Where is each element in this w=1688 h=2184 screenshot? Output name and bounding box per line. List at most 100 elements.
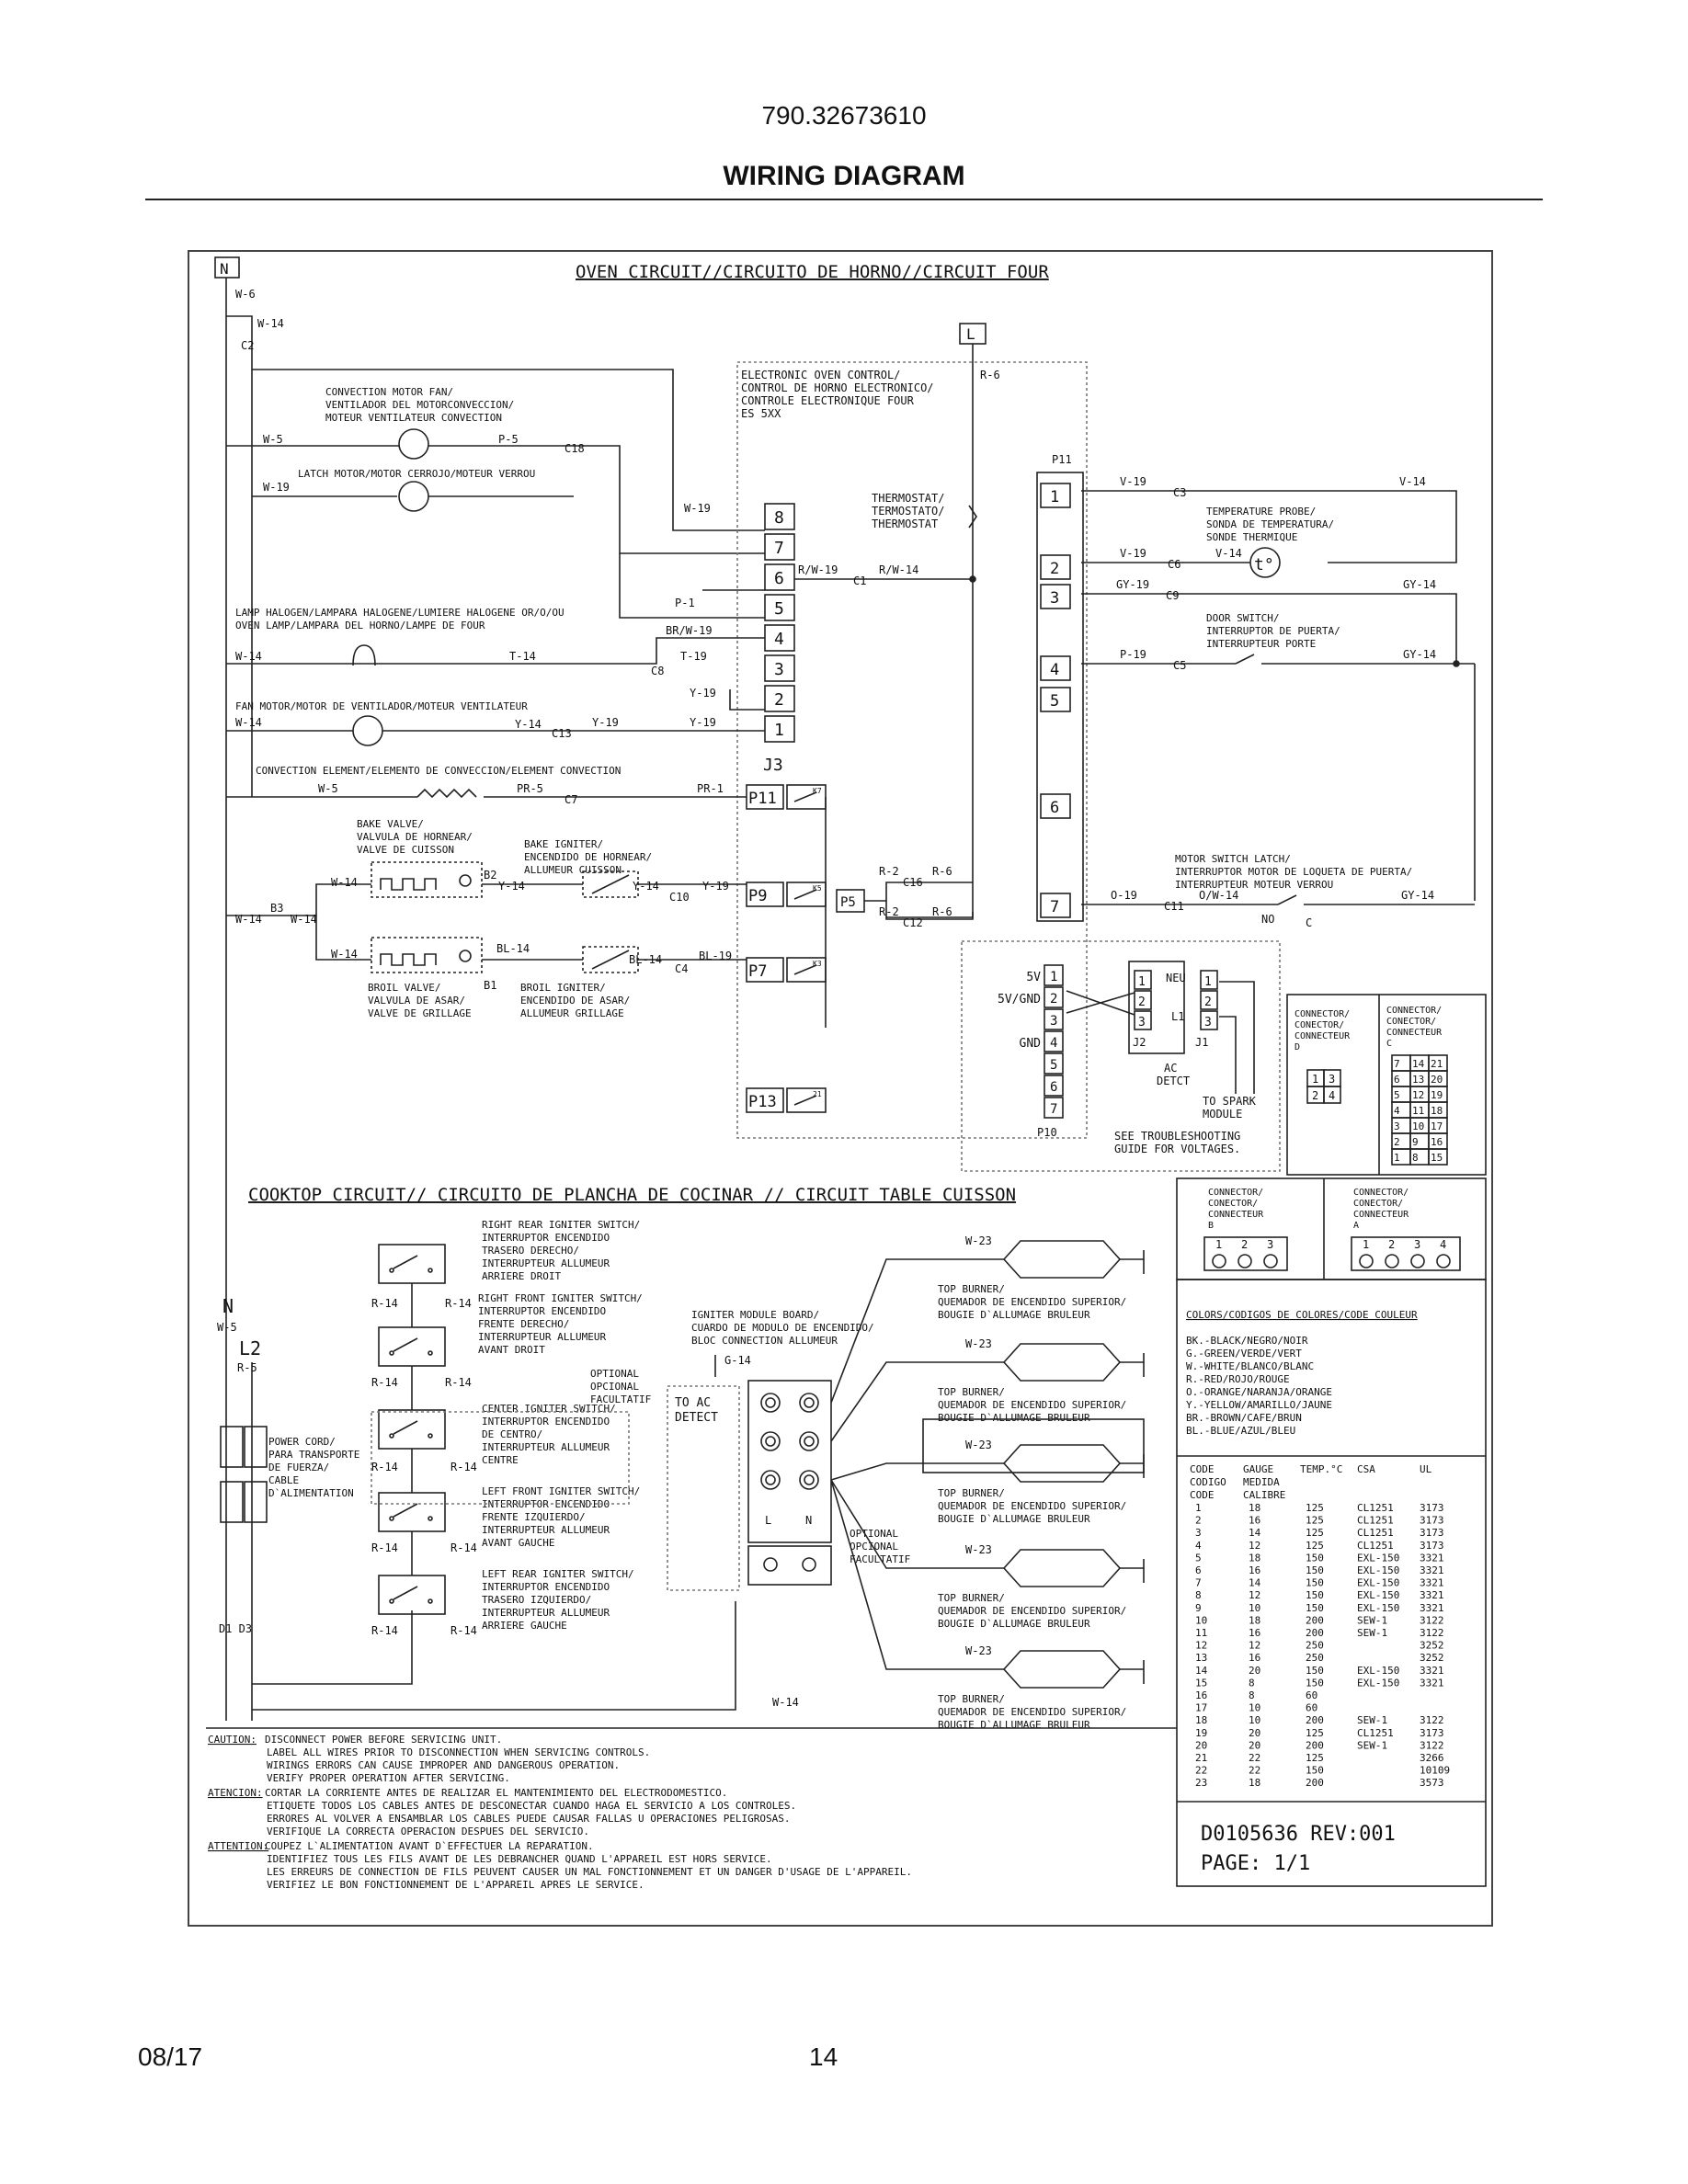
burner-electrode-icon	[1002, 1240, 1122, 1279]
p5-wire	[428, 445, 765, 554]
code-cell: 19	[1195, 1727, 1207, 1739]
igniter-switch-box	[378, 1575, 446, 1615]
code-cell: 10109	[1420, 1765, 1450, 1777]
code-cell: 60	[1306, 1689, 1317, 1701]
t19-label: T-19	[680, 650, 707, 663]
conv-elem-label: CONVECTION ELEMENT/ELEMENTO DE CONVECCIO…	[256, 765, 621, 777]
code-cell: 13	[1195, 1652, 1207, 1664]
door-switch-l3: INTERRUPTEUR PORTE	[1206, 638, 1316, 650]
igniter-switch-box	[378, 1244, 446, 1284]
w19a-label: W-19	[263, 481, 290, 494]
j3-pin-label: 3	[774, 660, 784, 679]
cord-l1: POWER CORD/	[268, 1436, 336, 1448]
c1-label: C1	[853, 574, 866, 587]
code-cell: 23	[1195, 1777, 1207, 1789]
code-cell: 250	[1306, 1640, 1324, 1652]
p10-signal-label: 5V	[1026, 971, 1041, 984]
thermostat-l2: TERMOSTATO/	[872, 505, 944, 518]
code-cell: 150	[1306, 1765, 1324, 1777]
module-pin	[760, 1431, 781, 1451]
code-cell: 3173	[1420, 1527, 1444, 1539]
code-cell: 3122	[1420, 1714, 1444, 1726]
y19b-label: Y-19	[592, 716, 619, 729]
t14-label: T-14	[509, 650, 536, 663]
broil-igniter-l2: ENCENDIDO DE ASAR/	[520, 995, 630, 1007]
igniter-switch-label: ARRIERE DROIT	[482, 1270, 561, 1282]
j1-pin-box	[1200, 1010, 1218, 1030]
power-cord-plug-b	[244, 1426, 268, 1468]
module-pin	[799, 1431, 819, 1451]
footer-page-number: 14	[809, 2042, 838, 2071]
note-line: IDENTIFIEZ TOUS LES FILS AVANT DE LES DE…	[267, 1853, 772, 1865]
broil-igniter-icon	[591, 950, 630, 970]
c16-label: C16	[903, 876, 923, 889]
code-cell: 3122	[1420, 1627, 1444, 1639]
connector-a-pin	[1436, 1254, 1451, 1268]
j2-pin-box	[1134, 970, 1152, 990]
color-code-item: G.-GREEN/VERDE/VERT	[1186, 1348, 1302, 1359]
notes-text: CAUTION:DISCONNECT POWER BEFORE SERVICIN…	[208, 1734, 912, 1891]
code-cell: 125	[1306, 1540, 1324, 1552]
j3-pin-box	[764, 533, 795, 561]
l1-label: L1	[1171, 1010, 1184, 1023]
burner-label: TOP BURNER/	[938, 1487, 1005, 1499]
y19c-label: Y-19	[690, 716, 716, 729]
r14-label: R-14	[371, 1624, 398, 1637]
p11-pin-box	[1040, 483, 1071, 508]
code-cell: 125	[1306, 1527, 1324, 1539]
broil-w14-wire	[315, 916, 371, 961]
opt2-l3: FACULTATIF	[850, 1553, 910, 1565]
w14b-label: W-14	[235, 650, 262, 663]
code-cell: 7	[1195, 1577, 1202, 1589]
temp-probe-icon	[1249, 547, 1281, 578]
igniter-switch-label: CENTRE	[482, 1454, 519, 1466]
connector-c-pin: 15	[1431, 1152, 1443, 1164]
connector-c-pin: 17	[1431, 1120, 1443, 1132]
opt1-l3: FACULTATIF	[590, 1393, 651, 1405]
code-cell: 125	[1306, 1752, 1324, 1764]
y19a-label: Y-19	[690, 687, 716, 700]
color-code-item: Y.-YELLOW/AMARILLO/JAUNE	[1186, 1399, 1332, 1411]
code-header: CODE	[1190, 1463, 1215, 1475]
g14-label: G-14	[724, 1354, 751, 1367]
p19-label: P-19	[1120, 648, 1146, 661]
j3-pin-label: 4	[774, 630, 784, 649]
code-cell: 3573	[1420, 1777, 1444, 1789]
code-cell: 20	[1249, 1665, 1260, 1677]
c4-label: C4	[675, 962, 688, 975]
switch-contact	[428, 1268, 433, 1273]
r2b-label: R-2	[879, 905, 899, 918]
b-l3: CONNECTEUR	[1208, 1210, 1264, 1220]
r14-label: R-14	[371, 1461, 398, 1473]
bake-igniter-l2: ENCENDIDO DE HORNEAR/	[524, 851, 652, 863]
module-l1: IGNITER MODULE BOARD/	[691, 1309, 819, 1321]
code-header: GAUGE	[1243, 1463, 1273, 1475]
p10-pin-box	[1044, 1097, 1064, 1119]
j3-pin-label: 5	[774, 599, 784, 619]
burner-feed-wire	[830, 1361, 1004, 1442]
r14-label: R-14	[451, 1541, 477, 1554]
code-cell: SEW-1	[1357, 1627, 1387, 1639]
b-l1: CONNECTOR/	[1208, 1188, 1263, 1198]
junction-dot	[1453, 660, 1460, 667]
optional-dashed-box	[371, 1411, 630, 1505]
igniter-module-pins	[760, 1393, 819, 1490]
rw19-label: R/W-19	[798, 563, 838, 576]
relay-tag: K3	[813, 960, 822, 968]
cross-wire-b	[1066, 992, 1135, 1014]
p10-pin-label: 7	[1050, 1102, 1057, 1117]
d-l2: CONECTOR/	[1295, 1020, 1344, 1030]
thermostat-l1: THERMOSTAT/	[872, 492, 944, 505]
code-cell: 3	[1195, 1527, 1202, 1539]
code-header: UL	[1420, 1463, 1432, 1475]
code-cell: 22	[1195, 1765, 1207, 1777]
switch-return-wire	[252, 1610, 413, 1685]
r14-label: R-14	[451, 1461, 477, 1473]
bl19-label: BL-19	[699, 950, 732, 962]
switch-contact	[389, 1350, 394, 1356]
code-cell: 150	[1306, 1602, 1324, 1614]
code-cell: EXL-150	[1357, 1564, 1399, 1576]
connector-c-pin: 8	[1412, 1152, 1419, 1164]
